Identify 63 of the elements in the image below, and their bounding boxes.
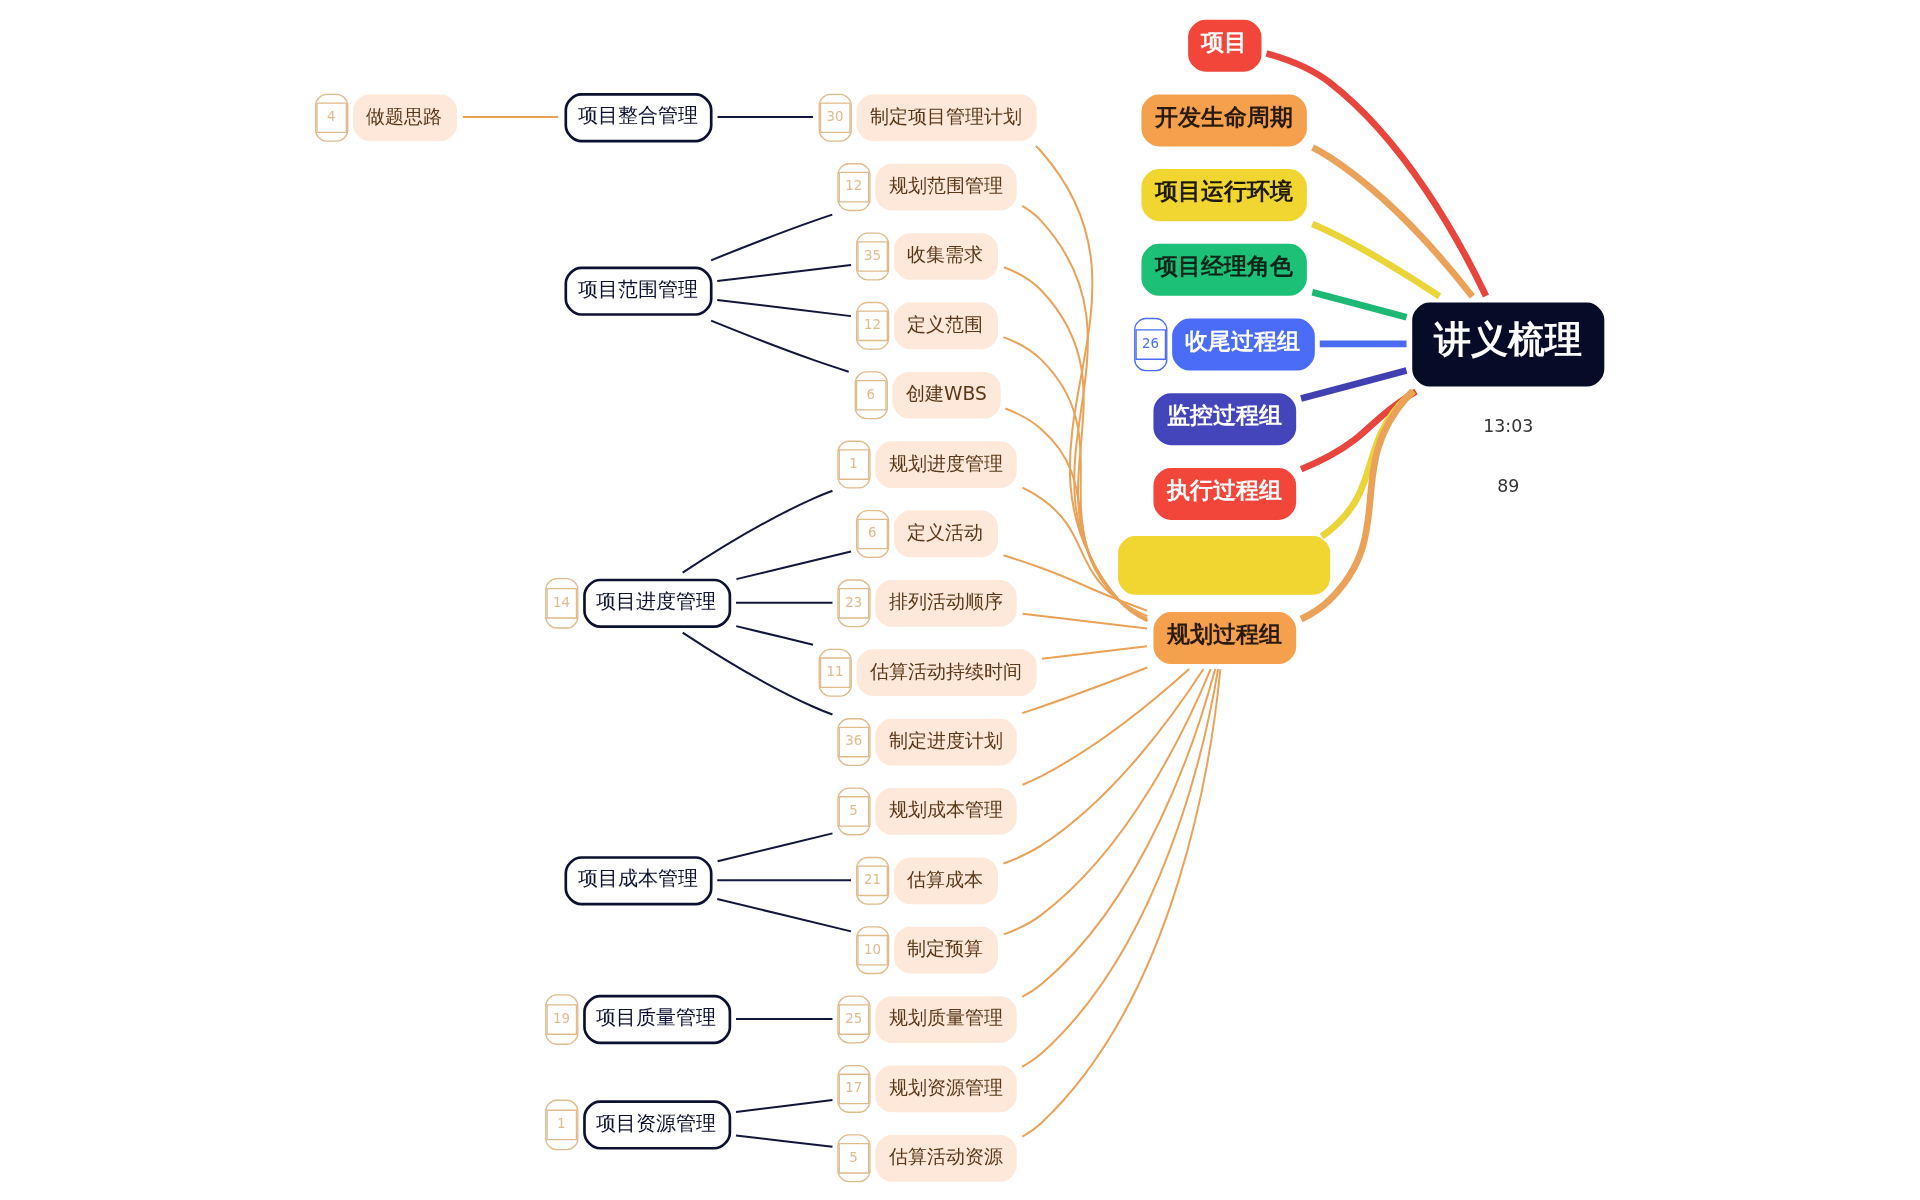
connector (1034, 145, 1149, 623)
connector (710, 213, 834, 262)
connector (1021, 668, 1191, 786)
node-label: 17 (845, 1080, 863, 1096)
connector (1040, 645, 1149, 660)
connector (1299, 388, 1418, 473)
connector (681, 631, 834, 716)
connector (716, 116, 815, 119)
label: 89 (1497, 476, 1520, 497)
node-label: 26 (1142, 335, 1160, 351)
node-label: 6 (866, 386, 876, 402)
node-label: 36 (845, 733, 863, 749)
connector (1002, 336, 1149, 621)
connector (1002, 668, 1205, 865)
node-label: 30 (826, 109, 844, 125)
label: 13:03 (1483, 416, 1534, 437)
connector (1311, 289, 1408, 321)
connector (1021, 668, 1220, 1068)
node-label: 25 (845, 1010, 863, 1026)
connector (1002, 266, 1149, 622)
connector (461, 116, 560, 119)
node-label: 35 (863, 247, 881, 263)
node-label: 23 (845, 594, 863, 610)
connector (1021, 668, 1222, 1138)
node-label: 12 (845, 178, 863, 194)
connector (1299, 388, 1415, 623)
connector (1021, 204, 1148, 622)
connector (735, 1017, 834, 1020)
connector (735, 1099, 834, 1114)
node-label: 1 (557, 1116, 566, 1132)
connector (1311, 220, 1442, 300)
node-label: 5 (849, 1149, 858, 1165)
connector (735, 601, 834, 604)
connector (1002, 554, 1149, 612)
node-label: 5 (849, 802, 858, 818)
node-label: 4 (327, 109, 336, 125)
node-label: 14 (553, 594, 571, 610)
connector (716, 263, 852, 283)
connector (735, 625, 815, 646)
connector (1004, 407, 1149, 620)
connector (1300, 367, 1408, 402)
connector (1021, 667, 1217, 998)
connector (1319, 388, 1416, 540)
connector (1319, 340, 1407, 348)
connector (1311, 144, 1475, 299)
connector (716, 832, 834, 863)
connector (1021, 612, 1149, 630)
connector (716, 298, 852, 318)
connector (716, 898, 852, 933)
node-box (1118, 535, 1331, 595)
node-label: 1 (849, 455, 858, 471)
connector (1021, 666, 1149, 715)
connector (716, 879, 852, 882)
connector (735, 1134, 834, 1148)
node-label: 11 (826, 664, 844, 680)
node-label: 21 (863, 872, 881, 888)
node-label: 12 (863, 317, 881, 333)
connector (1021, 486, 1149, 618)
connector (1002, 668, 1212, 936)
node-label: 19 (553, 1010, 571, 1026)
connector (1265, 50, 1489, 298)
node-label: 6 (867, 525, 877, 541)
node-label: 10 (863, 941, 881, 957)
